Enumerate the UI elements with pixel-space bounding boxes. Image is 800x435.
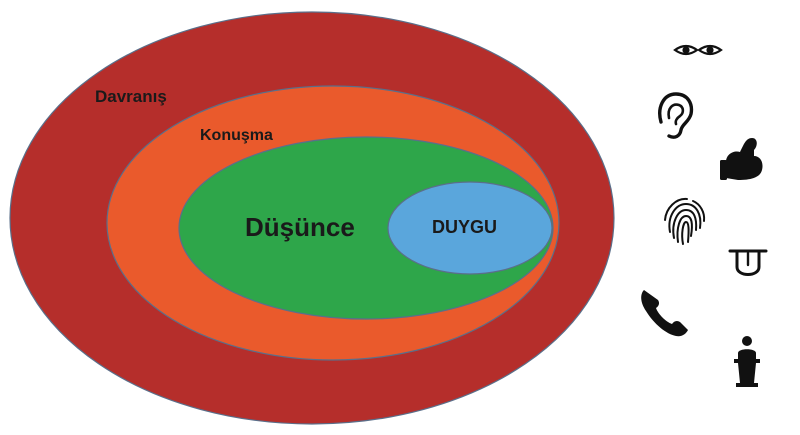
behavior-label: Davranış [95, 87, 167, 106]
podium-speaker-icon [734, 336, 760, 387]
nested-layers [9, 11, 615, 425]
eyes-icon [673, 44, 723, 56]
tongue-icon [728, 249, 768, 276]
phone-icon [641, 290, 688, 337]
fingerprint-icon [664, 197, 706, 245]
ear-icon [658, 92, 694, 139]
thought-label: Düşünce [245, 212, 355, 242]
icon-column [641, 44, 768, 387]
emotion-label: DUYGU [432, 217, 497, 237]
emotion-ellipse [387, 181, 553, 275]
speech-label: Konuşma [200, 127, 273, 144]
flexed-arm-icon [720, 138, 763, 180]
